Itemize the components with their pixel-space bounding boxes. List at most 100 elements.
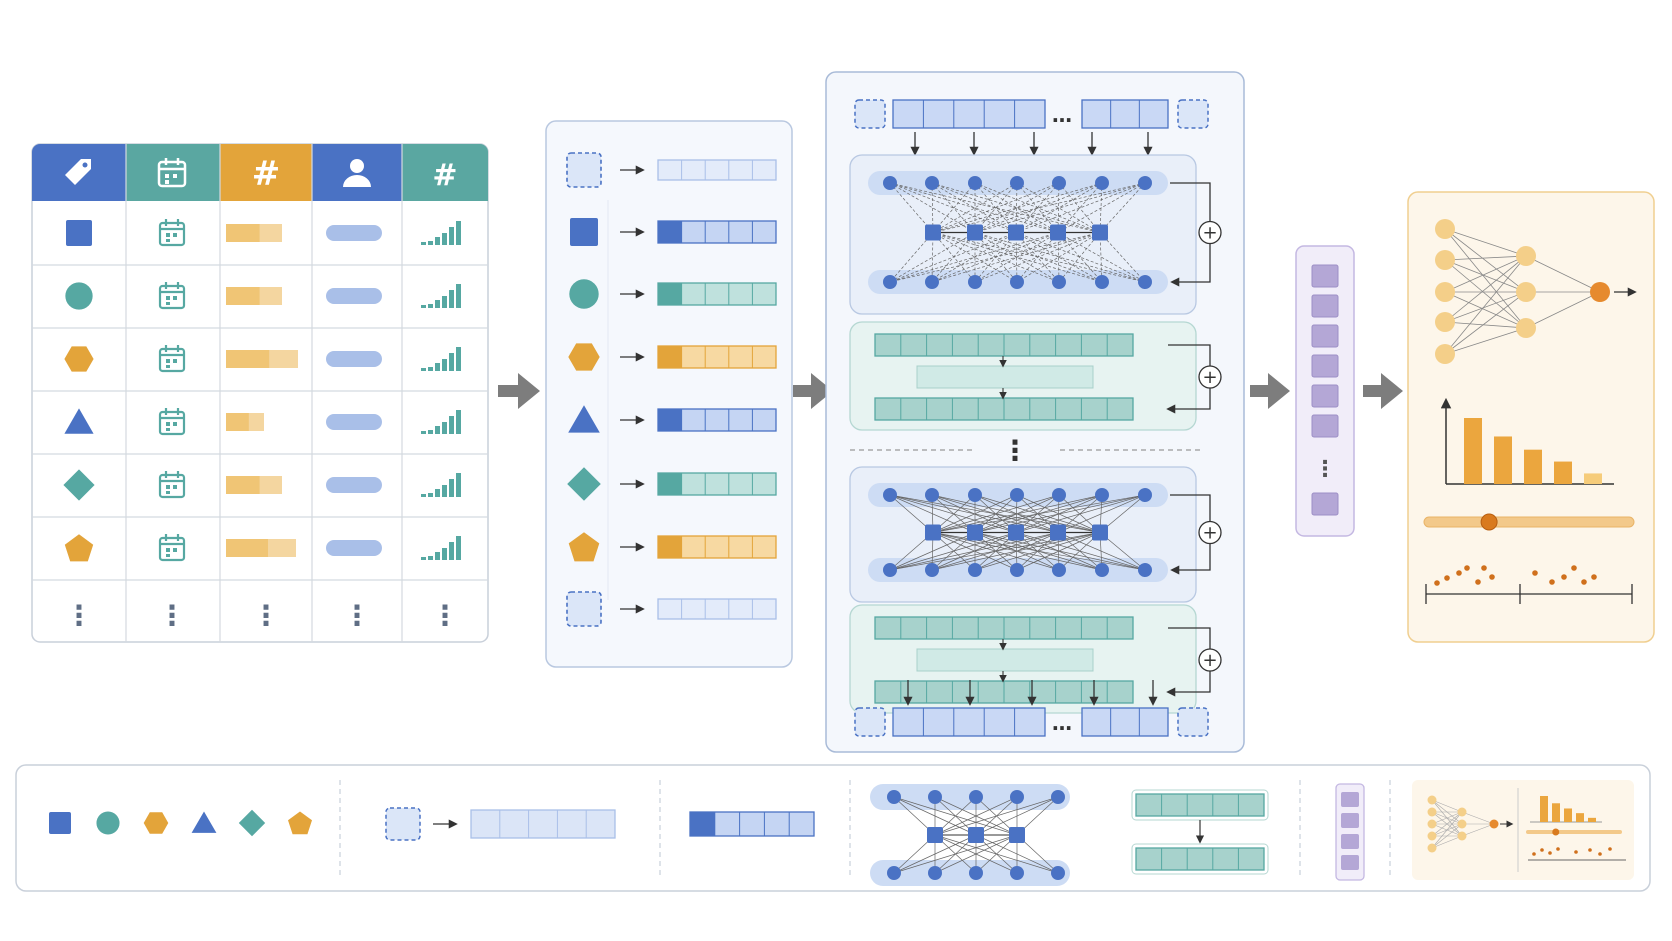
calendar-icon	[158, 534, 186, 562]
bar	[1464, 418, 1482, 484]
attention-node	[1009, 827, 1025, 843]
attention-node	[1092, 524, 1108, 541]
table-grid	[32, 144, 488, 642]
neuron-node	[1427, 819, 1437, 829]
neuron-node	[1427, 807, 1437, 817]
text-value-pill	[326, 477, 382, 493]
flow-arrow	[1363, 373, 1403, 409]
neuron-node	[925, 275, 939, 289]
legend-bar	[15, 764, 1651, 892]
pooled-cell	[1311, 492, 1339, 516]
output-slider	[1423, 513, 1635, 531]
pooled-cell	[1341, 855, 1359, 870]
ffn-vector	[874, 616, 1134, 640]
neuron-node	[1095, 563, 1109, 577]
neuron-node	[1052, 563, 1066, 577]
neuron-node	[1138, 563, 1152, 577]
pooled-cell	[1311, 294, 1339, 318]
hexagon-shape-icon	[568, 343, 600, 371]
neuron-node	[925, 563, 939, 577]
table-ellipsis: ⋮	[343, 599, 371, 632]
embedding-panel	[545, 120, 793, 668]
neuron-node	[1435, 312, 1455, 332]
scatter-point	[1434, 580, 1440, 586]
slider-thumb	[1552, 828, 1560, 836]
mask-token-icon	[385, 807, 421, 841]
calendar-icon	[158, 345, 186, 373]
square-shape-icon	[49, 812, 71, 834]
pentagon-shape-icon	[288, 811, 312, 835]
neuron-node	[1052, 176, 1066, 190]
diamond-shape-icon	[63, 469, 95, 501]
text-value-pill	[326, 540, 382, 556]
neuron-node	[1435, 219, 1455, 239]
scatter-point	[1532, 852, 1536, 856]
neuron-node	[1457, 807, 1467, 817]
output-bar-chart	[1440, 397, 1614, 485]
neuron-node	[1010, 563, 1024, 577]
pooled-ellipsis: ⋮	[1314, 457, 1336, 482]
pooled-cell	[1341, 792, 1359, 807]
square-shape-icon	[66, 220, 92, 246]
embedding-row	[568, 532, 777, 562]
attention-node	[967, 524, 983, 541]
embedding-row	[569, 279, 777, 309]
mask-token-icon	[854, 99, 886, 129]
attention-connections	[889, 182, 1146, 283]
legend-attention-block	[870, 784, 1070, 886]
neuron-node	[1457, 819, 1467, 829]
attention-node	[1008, 224, 1024, 241]
flow-arrow	[793, 373, 833, 409]
mask-token-icon	[566, 152, 602, 188]
neuron-node	[968, 176, 982, 190]
scatter-point	[1549, 579, 1555, 585]
input-token-sequence: …	[854, 99, 1209, 156]
scatter-point	[1574, 850, 1578, 854]
calendar-icon	[157, 158, 187, 188]
hash-icon: #	[252, 154, 281, 194]
calendar-icon	[158, 219, 186, 247]
ffn-vector	[1135, 793, 1265, 817]
triangle-shape-icon	[64, 408, 94, 434]
output-scatter	[1425, 565, 1633, 604]
embedding-vector	[1081, 99, 1169, 129]
circle-shape-icon	[96, 811, 120, 835]
embedding-vector	[657, 345, 777, 369]
pentagon-shape-icon	[568, 532, 600, 562]
attention-node	[1008, 524, 1024, 541]
table-ellipsis: ⋮	[65, 599, 93, 632]
signal-bars-icon	[421, 410, 461, 434]
neuron-node	[968, 488, 982, 502]
table-ellipsis: ⋮	[158, 599, 186, 632]
neuron-node	[925, 176, 939, 190]
neuron-node	[1010, 488, 1024, 502]
output-network	[1435, 219, 1637, 364]
scatter-point	[1598, 852, 1602, 856]
neuron-node	[1095, 488, 1109, 502]
embedding-vector	[470, 809, 616, 839]
bar	[1524, 449, 1542, 484]
signal-bars-icon	[421, 347, 461, 371]
square-shape-icon	[570, 218, 598, 246]
bar	[1554, 461, 1572, 484]
ffn-vector	[874, 333, 1134, 357]
scatter-point	[1588, 848, 1592, 852]
pentagon-shape-icon	[64, 534, 94, 562]
hexagon-shape-icon	[143, 812, 169, 834]
bar	[1494, 436, 1512, 484]
mask-token-icon	[566, 591, 602, 627]
residual-add-icon	[1198, 648, 1222, 672]
sequence-ellipsis: …	[1052, 711, 1072, 735]
hexagon-shape-icon	[64, 346, 94, 372]
calendar-icon	[158, 471, 186, 499]
input-table: # # ⋮⋮⋮⋮⋮	[31, 143, 489, 643]
neuron-node	[1427, 843, 1437, 853]
attention-node	[1050, 524, 1066, 541]
table-row	[65, 282, 461, 310]
table-ellipsis: ⋮	[431, 599, 459, 632]
bar	[1576, 813, 1584, 822]
neuron-node	[883, 275, 897, 289]
neuron-node	[928, 866, 942, 880]
output-node	[1590, 282, 1610, 302]
